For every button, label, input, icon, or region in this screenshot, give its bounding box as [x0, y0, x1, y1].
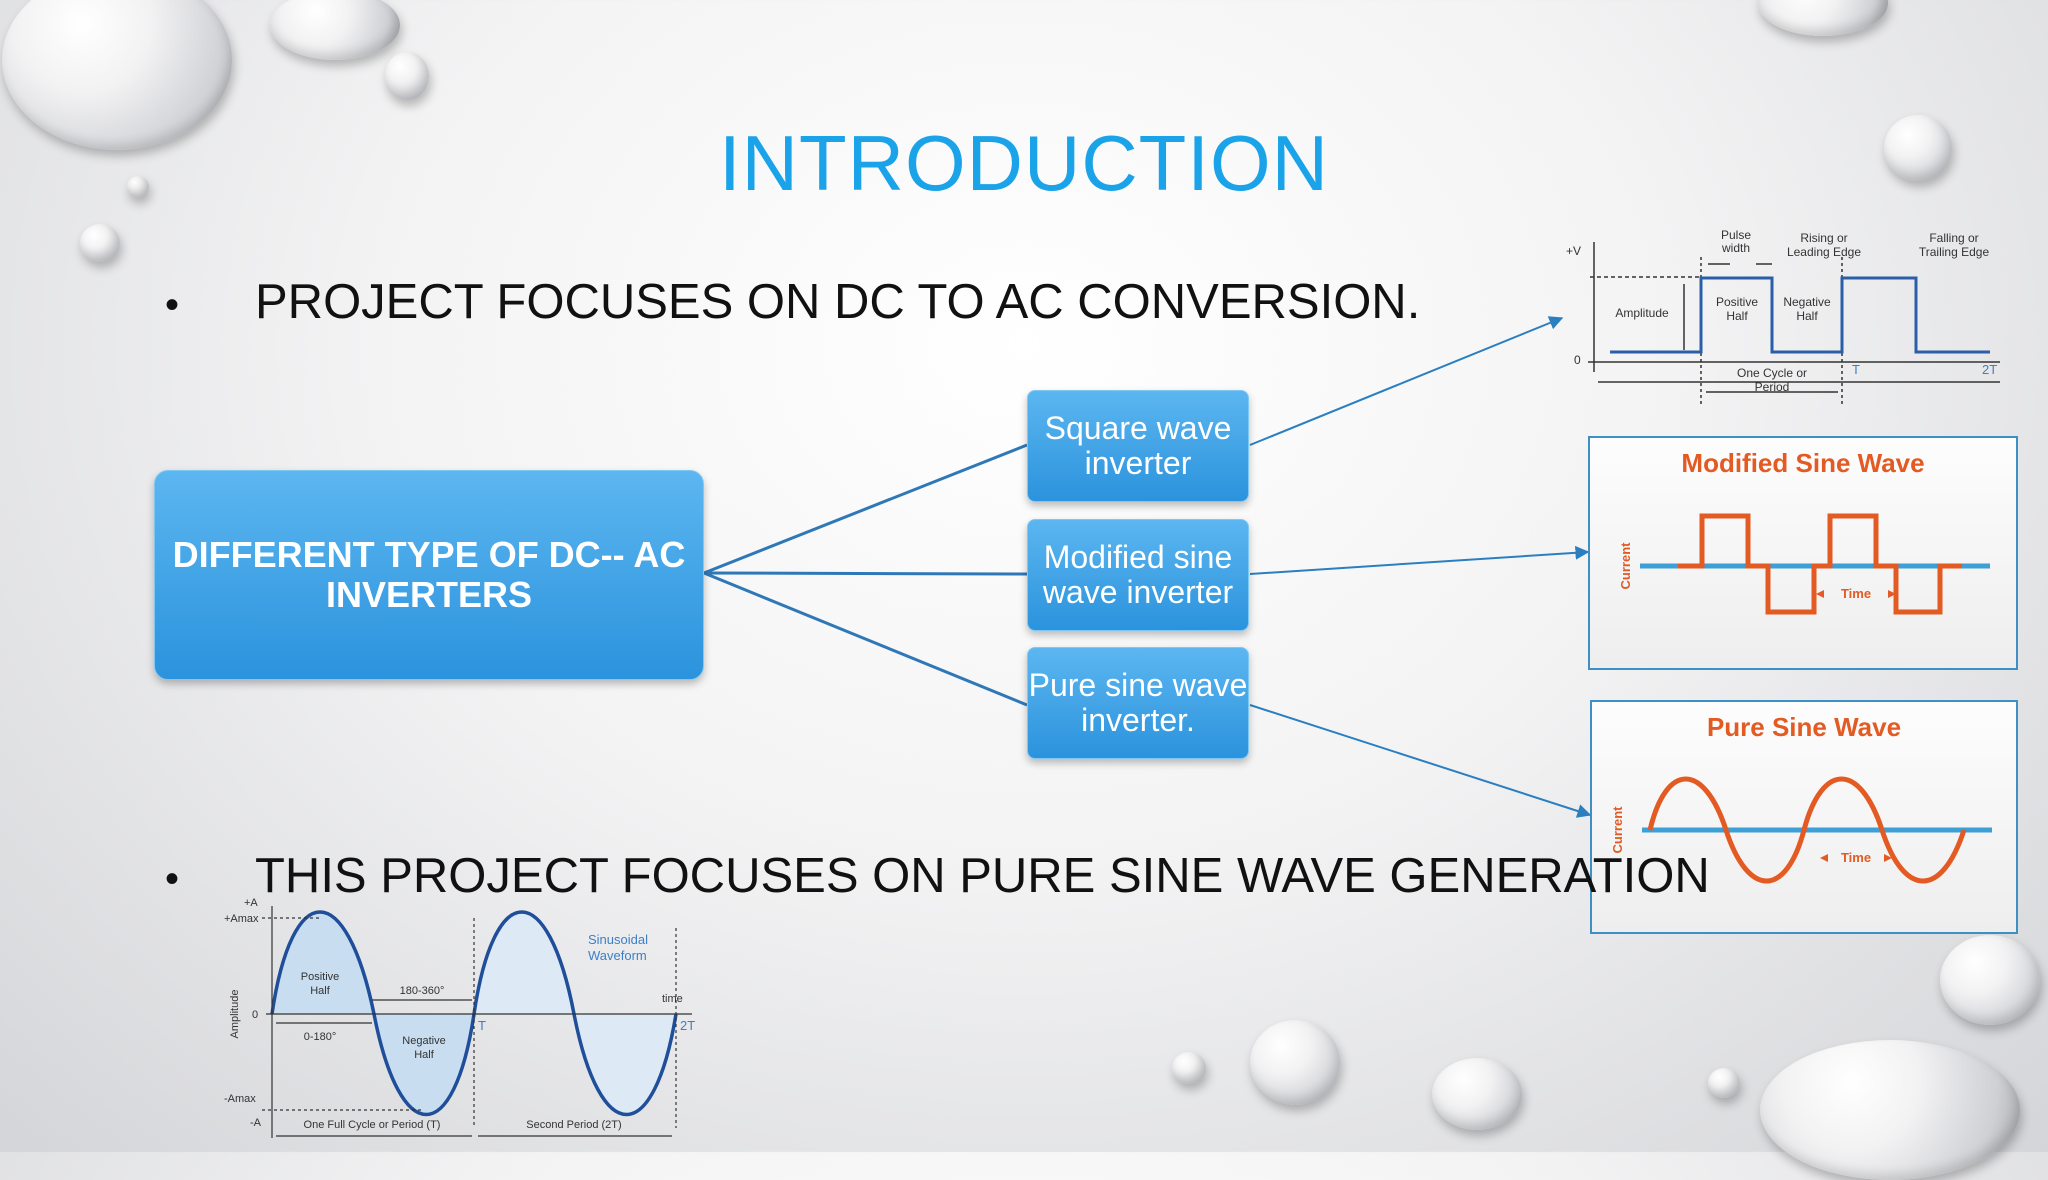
water-drop-decoration: [1940, 935, 2040, 1025]
connector-to-modified: [703, 571, 1028, 576]
positive-half-label-1: Positive: [1716, 295, 1758, 309]
pure-sine-wave-panel: Pure Sine Wave Current Time: [1590, 700, 2018, 934]
square-wave-diagram: +V 0 Pulse width Rising or Leading Edge …: [1566, 228, 2000, 407]
pure-sine-inverter-label: Pure sine wave inverter.: [1028, 667, 1248, 738]
negative-half-label-1: Negative: [1783, 295, 1831, 309]
water-drop-decoration: [1708, 1068, 1740, 1098]
square-wave-line: [1610, 276, 1990, 354]
negative-half-fill: [374, 1014, 474, 1115]
connector-to-square: [703, 443, 1028, 575]
modified-sine-inverter-label: Modified sine wave inverter: [1042, 539, 1234, 610]
bullet-dot: •: [165, 282, 180, 327]
t-label: T: [478, 1018, 486, 1033]
water-drop-decoration: [127, 176, 149, 198]
pure-sine-chart: Current Time: [1610, 776, 1992, 884]
two-t-label: 2T: [1982, 362, 1997, 377]
plus-amax-label: +Amax: [224, 913, 259, 925]
sinusoidal-label-1: Sinusoidal: [588, 932, 648, 947]
minus-a-label: -A: [250, 1117, 262, 1129]
bullet-1: • PROJECT FOCUSES ON DC TO AC CONVERSION.: [165, 274, 1420, 330]
pulse-label-2: width: [1721, 241, 1750, 255]
modified-sine-line: [1678, 513, 1962, 615]
bullet-dot: •: [165, 856, 180, 901]
minus-amax-label: -Amax: [224, 1093, 256, 1105]
t-label: T: [1852, 362, 1860, 377]
falling-label-1: Falling or: [1929, 231, 1978, 245]
inverter-types-box: DIFFERENT TYPE OF DC-- AC INVERTERS: [154, 470, 704, 680]
current-axis-label: Current: [1618, 542, 1633, 590]
positive-half-label-2: Half: [1726, 309, 1748, 323]
modified-sine-inverter-box: Modified sine wave inverter: [1027, 519, 1249, 631]
negative-half-label-2: Half: [1796, 309, 1818, 323]
water-drop-decoration: [270, 0, 400, 60]
bullet-1-text: PROJECT FOCUSES ON DC TO AC CONVERSION.: [255, 275, 1421, 329]
square-wave-inverter-box: Square wave inverter: [1027, 390, 1249, 502]
plus-v-label: +V: [1566, 244, 1581, 258]
water-drop-decoration: [2, 0, 232, 150]
bullet-2: • THIS PROJECT FOCUSES ON PURE SINE WAVE …: [165, 848, 1710, 904]
time-label: Time: [1841, 586, 1871, 601]
second-cycle-fill: [474, 912, 676, 1115]
rising-label-1: Rising or: [1800, 231, 1847, 245]
negative-half-label-2: Half: [414, 1049, 435, 1061]
bullet-2-text: THIS PROJECT FOCUSES ON PURE SINE WAVE G…: [255, 849, 1710, 903]
arrow-to-square-wave: [1249, 316, 1564, 446]
rising-label-2: Leading Edge: [1787, 245, 1861, 259]
pure-sine-title: Pure Sine Wave: [1706, 712, 1902, 742]
modified-sine-wave-panel: Modified Sine Wave Current Time: [1588, 436, 2018, 670]
modified-sine-chart: Current Time: [1618, 513, 1990, 615]
zero-label: 0: [1574, 353, 1581, 367]
water-drop-decoration: [1432, 1058, 1522, 1130]
inverter-types-label: DIFFERENT TYPE OF DC-- AC INVERTERS: [172, 534, 686, 615]
arrow-to-pure-panel: [1249, 704, 1592, 818]
water-drop-decoration: [385, 52, 429, 100]
zero-label: 0: [252, 1009, 258, 1021]
sinusoidal-label-2: Waveform: [588, 948, 647, 963]
square-wave-inverter-label: Square wave inverter: [1044, 410, 1232, 481]
time-axis-label: time: [662, 993, 683, 1005]
time-label: Time: [1841, 850, 1871, 865]
amplitude-axis-label: Amplitude: [229, 990, 241, 1039]
pulse-label-1: Pulse: [1721, 228, 1751, 242]
pure-sine-inverter-box: Pure sine wave inverter.: [1027, 647, 1249, 759]
plus-a-label: +A: [244, 898, 258, 909]
negative-half-label-1: Negative: [402, 1035, 445, 1047]
degrees-0-180-label: 0-180°: [304, 1031, 337, 1043]
cycle-label-1: One Cycle or: [1737, 366, 1807, 380]
positive-half-label-1: Positive: [301, 971, 340, 983]
sinusoidal-waveform-diagram: +A +Amax -Amax -A 0 Amplitude Positive H…: [224, 898, 695, 1138]
degrees-180-360-label: 180-360°: [400, 985, 445, 997]
period-1-label: One Full Cycle or Period (T): [304, 1119, 441, 1131]
arrow-to-modified-panel: [1249, 545, 1590, 575]
water-drop-decoration: [1884, 115, 1952, 181]
cycle-label-2: Period: [1755, 380, 1790, 394]
water-drop-decoration: [80, 224, 120, 262]
water-drop-decoration: [1172, 1052, 1206, 1084]
modified-sine-title: Modified Sine Wave: [1681, 448, 1925, 478]
falling-label-2: Trailing Edge: [1919, 245, 1990, 259]
positive-half-label-2: Half: [310, 985, 331, 997]
two-t-label: 2T: [680, 1018, 695, 1033]
connector-lines: [703, 316, 1592, 818]
current-axis-label: Current: [1610, 806, 1625, 854]
period-2-label: Second Period (2T): [526, 1119, 621, 1131]
amplitude-label: Amplitude: [1615, 306, 1669, 320]
slide-title: INTRODUCTION: [719, 119, 1329, 207]
water-drop-decoration: [1250, 1020, 1340, 1105]
pure-sine-line: [1647, 776, 1967, 884]
connector-to-pure: [703, 571, 1028, 707]
